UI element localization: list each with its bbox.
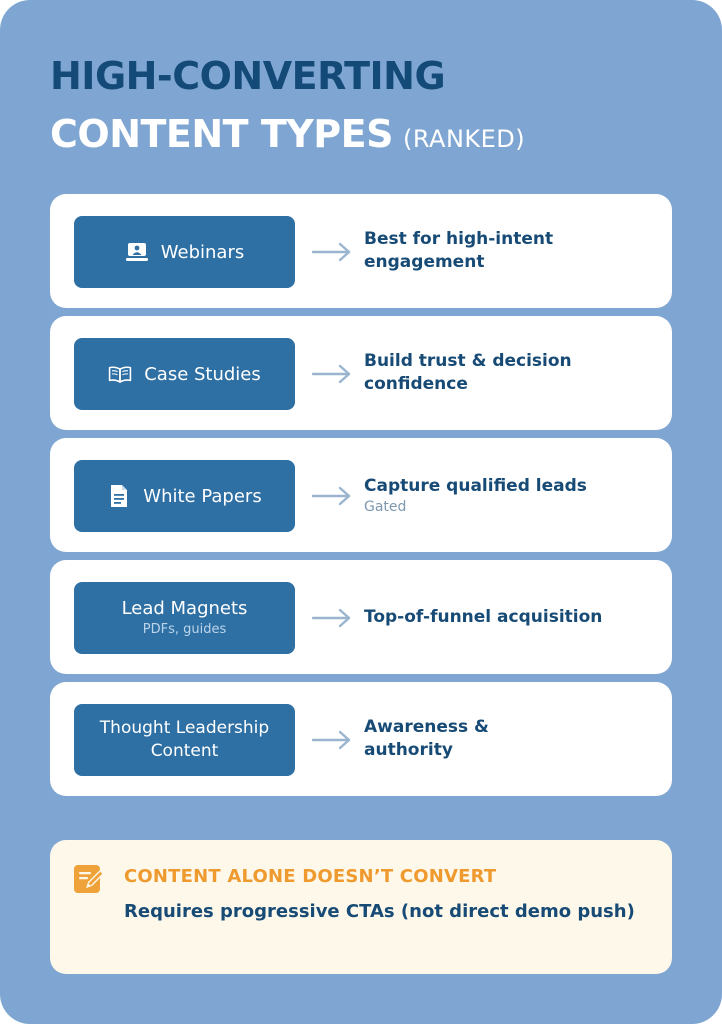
content-type-pill: Lead Magnets PDFs, guides	[74, 582, 295, 654]
description-text: Awareness & authority	[364, 717, 489, 760]
content-type-row-thought-leadership: Thought Leadership Content Awareness & a…	[50, 682, 672, 796]
title-line-2: CONTENT TYPES (RANKED)	[50, 112, 525, 156]
content-type-label: Case Studies	[144, 363, 261, 385]
description-text: Capture qualified leads	[364, 475, 587, 496]
content-type-description: Top-of-funnel acquisition	[364, 560, 654, 674]
description-subtext: Gated	[364, 499, 407, 516]
content-type-label: White Papers	[143, 485, 262, 507]
content-type-pill: Thought Leadership Content	[74, 704, 295, 776]
note-title: CONTENT ALONE DOESN’T CONVERT	[124, 866, 497, 887]
content-type-label: Thought Leadership Content	[99, 718, 270, 761]
title-suffix: (RANKED)	[402, 125, 526, 153]
open-book-icon	[108, 362, 132, 386]
arrow-right-icon	[312, 730, 351, 750]
description-text: Best for high-intent engagement	[364, 229, 554, 272]
title-main: CONTENT TYPES	[50, 112, 393, 156]
content-type-row-white-papers: White Papers Capture qualified leads Gat…	[50, 438, 672, 552]
content-type-description: Awareness & authority	[364, 682, 534, 796]
content-type-description: Build trust & decision confidence	[364, 316, 654, 430]
content-type-label: Lead Magnets	[121, 598, 248, 620]
warning-note: CONTENT ALONE DOESN’T CONVERT Requires p…	[50, 840, 672, 974]
content-type-row-case-studies: Case Studies Build trust & decision conf…	[50, 316, 672, 430]
content-type-pill: Case Studies	[74, 338, 295, 410]
content-type-pill: White Papers	[74, 460, 295, 532]
title-line-1: HIGH-CONVERTING	[50, 54, 446, 98]
content-type-row-lead-magnets: Lead Magnets PDFs, guides Top-of-funnel …	[50, 560, 672, 674]
document-icon	[107, 484, 131, 508]
arrow-right-icon	[312, 486, 351, 506]
monitor-user-icon	[125, 240, 149, 264]
content-type-description: Capture qualified leads Gated	[364, 438, 654, 552]
description-text: Build trust & decision confidence	[364, 351, 572, 394]
arrow-right-icon	[312, 242, 351, 262]
content-type-label: Webinars	[160, 241, 245, 263]
content-type-row-webinars: Webinars Best for high-intent engagement	[50, 194, 672, 308]
content-type-description: Best for high-intent engagement	[364, 194, 654, 308]
description-text: Top-of-funnel acquisition	[364, 606, 603, 627]
content-type-sublabel: PDFs, guides	[142, 622, 227, 637]
content-type-label-group: Lead Magnets PDFs, guides	[122, 598, 248, 637]
content-type-pill: Webinars	[74, 216, 295, 288]
arrow-right-icon	[312, 608, 351, 628]
edit-note-icon	[74, 865, 104, 893]
note-body: Requires progressive CTAs (not direct de…	[124, 901, 635, 922]
arrow-right-icon	[312, 364, 351, 384]
